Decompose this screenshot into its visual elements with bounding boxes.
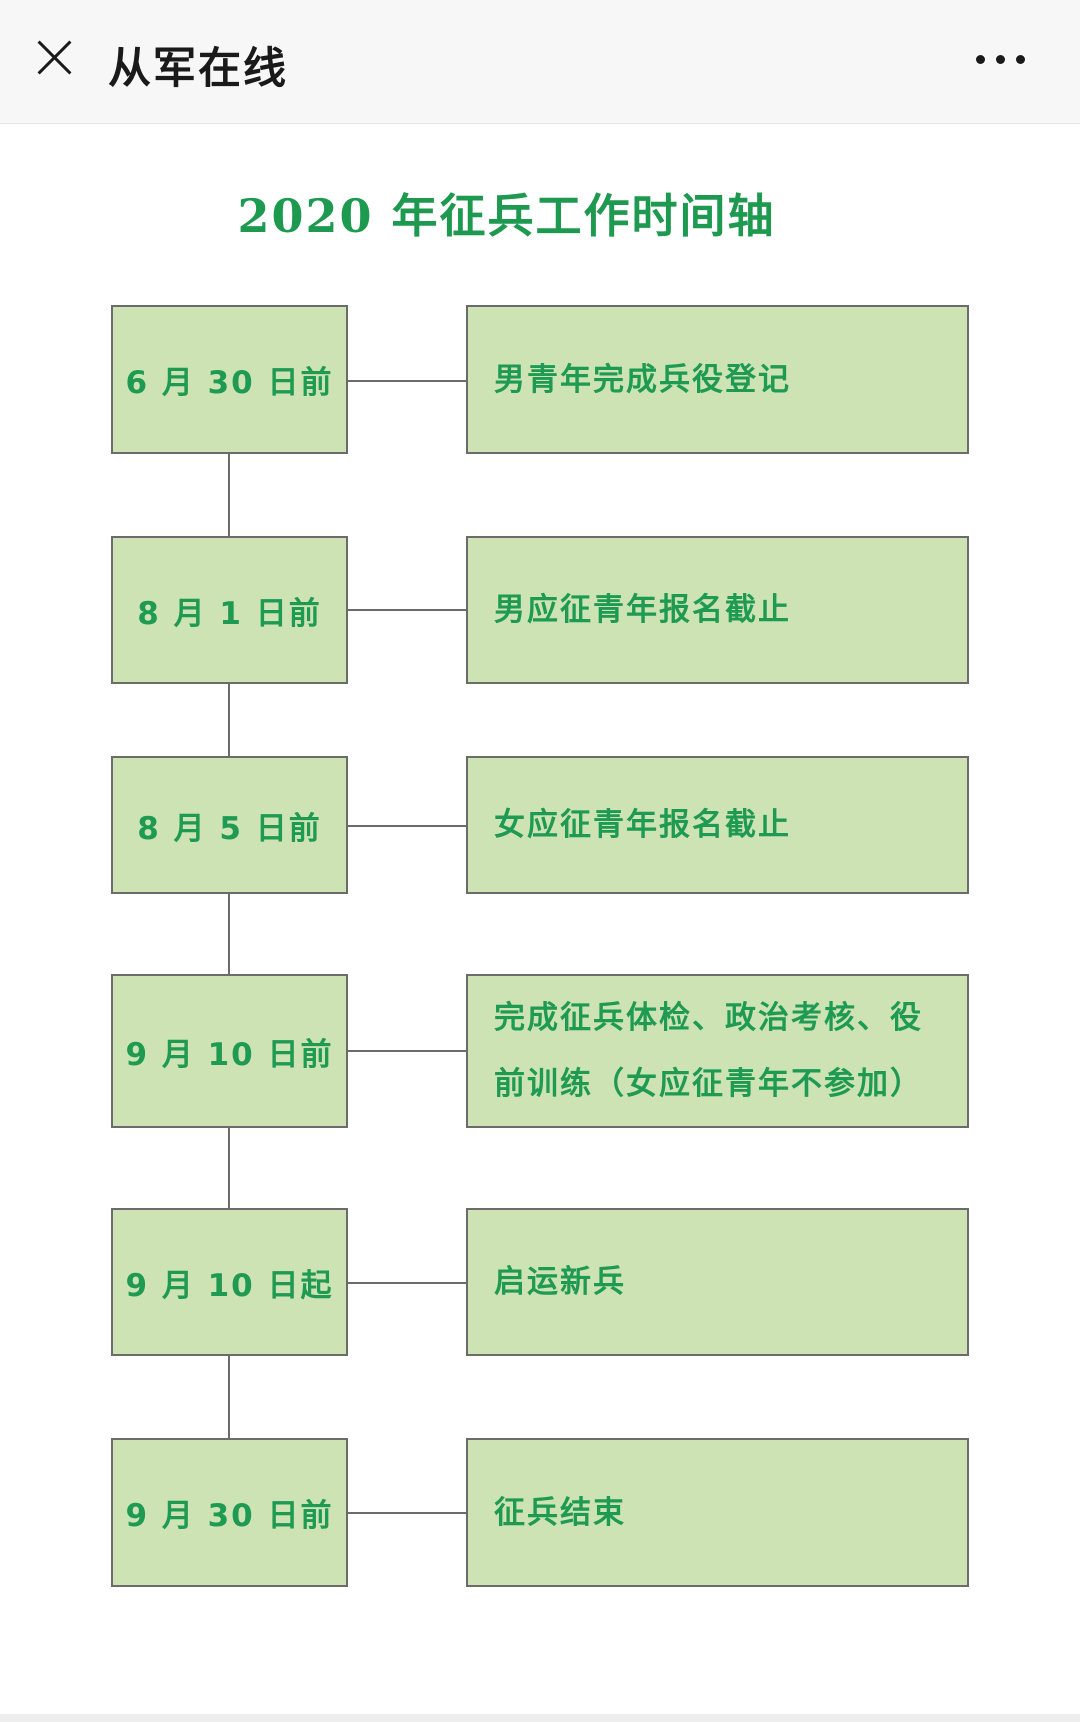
- top-bar: 从军在线: [0, 0, 1080, 124]
- timeline-event: 征兵结束: [466, 1438, 969, 1587]
- connector-line: [348, 1050, 466, 1052]
- timeline-event: 男青年完成兵役登记: [466, 305, 969, 454]
- timeline-event: 女应征青年报名截止: [466, 756, 969, 894]
- connector-line: [348, 825, 466, 827]
- timeline-date: 9 月 30 日前: [111, 1438, 348, 1587]
- timeline-event: 男应征青年报名截止: [466, 536, 969, 684]
- bottom-strip: [0, 1714, 1080, 1722]
- timeline-spine: [228, 1128, 230, 1208]
- timeline-spine: [228, 454, 230, 536]
- timeline-spine: [228, 1356, 230, 1438]
- connector-line: [348, 1282, 466, 1284]
- timeline-date: 8 月 1 日前: [111, 536, 348, 684]
- timeline-title: 2020 年征兵工作时间轴: [237, 189, 776, 243]
- timeline-event: 完成征兵体检、政治考核、役前训练（女应征青年不参加）: [466, 974, 969, 1128]
- timeline-date: 6 月 30 日前: [111, 305, 348, 454]
- timeline-spine: [228, 894, 230, 974]
- connector-line: [348, 1512, 466, 1514]
- more-icon[interactable]: [976, 52, 1030, 68]
- timeline-date: 9 月 10 日前: [111, 974, 348, 1128]
- close-icon[interactable]: [34, 37, 74, 77]
- timeline-date: 8 月 5 日前: [111, 756, 348, 894]
- timeline-date: 9 月 10 日起: [111, 1208, 348, 1356]
- connector-line: [348, 609, 466, 611]
- timeline-event: 启运新兵: [466, 1208, 969, 1356]
- timeline-spine: [228, 684, 230, 756]
- app-title: 从军在线: [108, 44, 288, 94]
- connector-line: [348, 380, 466, 382]
